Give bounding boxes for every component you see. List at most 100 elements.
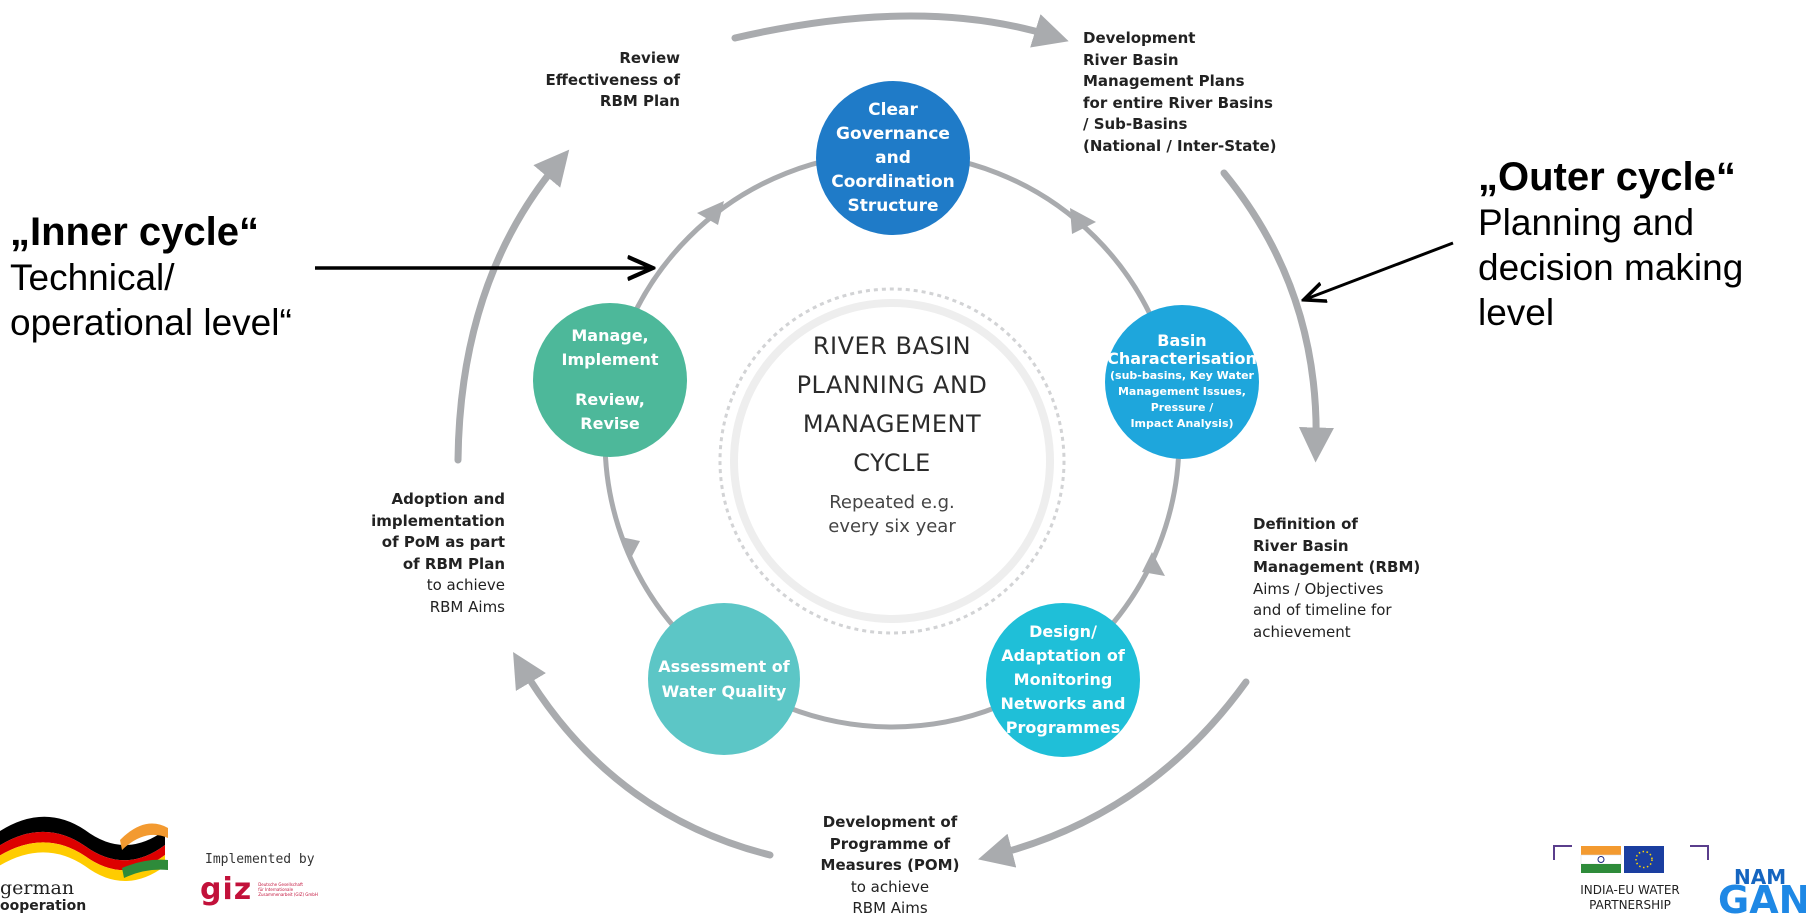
- node-basin-title-line: Characterisation: [1107, 349, 1257, 368]
- step-review-line: Review: [619, 49, 680, 67]
- german-cooperation-flag-icon: [0, 816, 168, 881]
- node-basin-characterisation: Basin Characterisation (sub-basins, Key …: [1105, 305, 1259, 459]
- step-adoption-line: Adoption and: [391, 490, 505, 508]
- step-definition-line: Aims / Objectives: [1253, 579, 1384, 598]
- step-development-plans: Development River Basin Management Plans…: [1083, 28, 1313, 157]
- giz-subtext-line: Deutsche Gesellschaft: [258, 882, 303, 887]
- node-water-quality-line: Assessment of: [658, 657, 790, 676]
- node-monitoring-design: Design/ Adaptation of Monitoring Network…: [986, 603, 1140, 757]
- step-development-line: for entire River Basins: [1083, 93, 1273, 112]
- node-water-quality-line: Water Quality: [661, 682, 787, 701]
- outer-cycle-body: Planning and decision making level: [1478, 200, 1743, 335]
- step-adoption-line: RBM Aims: [429, 597, 505, 616]
- step-development-line: River Basin: [1083, 50, 1179, 69]
- outer-cycle-pointer-arrow: [1306, 241, 1454, 299]
- node-manage-line: Review,: [575, 390, 645, 409]
- inner-cycle-title: „Inner cycle“: [10, 210, 260, 254]
- center-disc: [730, 299, 1054, 623]
- inner-cycle-annotation: „Inner cycle“ Technical/ operational lev…: [10, 210, 292, 345]
- step-review-line: Effectiveness of: [545, 70, 681, 89]
- india-eu-frame: [1553, 845, 1709, 860]
- india-eu-line: PARTNERSHIP: [1589, 898, 1671, 912]
- center-cycle-title: RIVER BASIN PLANNING AND MANAGEMENT CYCL…: [723, 327, 1061, 615]
- node-basin-detail-line: Impact Analysis): [1130, 417, 1234, 430]
- step-adoption-implementation: Adoption and implementation of PoM as pa…: [330, 489, 505, 618]
- inner-cycle-body: Technical/ operational level“: [10, 255, 292, 345]
- step-development-line: Management Plans: [1083, 72, 1245, 90]
- node-water-quality: Assessment of Water Quality: [648, 603, 800, 755]
- node-basin-title-line: Basin: [1157, 331, 1207, 350]
- node-monitoring-line: Networks and: [1000, 694, 1126, 713]
- center-title-line: MANAGEMENT: [802, 410, 982, 438]
- step-pom-line: Measures (POM): [820, 856, 960, 874]
- step-adoption-line: of PoM as part: [381, 533, 505, 551]
- german-logo-line: ooperation: [0, 898, 87, 914]
- step-review-line: RBM Plan: [599, 92, 680, 110]
- node-manage-implement: Manage, Implement Review, Revise: [533, 303, 687, 457]
- giz-logo: giz Deutsche Gesellschaft für Internatio…: [200, 872, 318, 907]
- implemented-by-label: Implemented by: [205, 852, 315, 867]
- german-logo-line: german: [0, 877, 75, 899]
- german-cooperation-logo: german ooperation: [0, 878, 86, 914]
- center-dashed-ring: [718, 287, 1066, 635]
- node-governance-line: Structure: [847, 196, 939, 216]
- step-pom-line: to achieve: [850, 877, 930, 896]
- node-basin-detail-line: Management Issues,: [1117, 385, 1246, 398]
- step-adoption-line: to achieve: [426, 576, 505, 594]
- step-definition-line: achievement: [1253, 622, 1351, 641]
- outer-cycle-arcs: [454, 12, 1334, 868]
- step-pom-line: RBM Aims: [852, 899, 928, 917]
- namami-logo-line: NAM: [1734, 865, 1787, 889]
- step-definition-rbm: Definition of River Basin Management (RB…: [1253, 514, 1483, 643]
- step-development-line: Development: [1083, 29, 1196, 47]
- india-eu-line: INDIA-EU WATER: [1580, 883, 1680, 897]
- giz-subtext: Deutsche Gesellschaft für Internationale…: [258, 882, 318, 897]
- namami-logo-line: GAN: [1718, 878, 1806, 918]
- giz-wordmark: giz: [200, 872, 253, 907]
- namami-gange-logo: NAM GAN: [1716, 865, 1806, 918]
- center-title-line: PLANNING AND: [796, 371, 988, 399]
- india-eu-partnership-logo: INDIA-EU WATER PARTNERSHIP: [1550, 883, 1710, 913]
- step-definition-line: Management (RBM): [1253, 558, 1421, 576]
- node-manage-line: Revise: [580, 414, 640, 433]
- outer-cycle-annotation: „Outer cycle“ Planning and decision maki…: [1478, 155, 1743, 335]
- node-governance-line: and: [875, 148, 911, 168]
- giz-subtext-line: Zusammenarbeit (GIZ) GmbH: [258, 892, 318, 897]
- outer-cycle-body-line: level: [1478, 292, 1555, 333]
- node-basin-detail-line: Pressure /: [1150, 401, 1214, 414]
- node-monitoring-line: Monitoring: [1013, 670, 1113, 689]
- center-title-line: CYCLE: [853, 449, 931, 477]
- step-definition-line: Definition of: [1253, 515, 1358, 533]
- step-programme-of-measures: Development of Programme of Measures (PO…: [780, 812, 1000, 920]
- inner-ring-arrowheads: [621, 201, 1165, 576]
- node-monitoring-line: Programmes: [1005, 718, 1121, 737]
- inner-cycle-body-line: operational level“: [10, 302, 292, 343]
- node-monitoring-line: Design/: [1029, 622, 1097, 641]
- node-governance-line: Governance: [836, 124, 950, 144]
- india-flag-icon: [1580, 846, 1622, 873]
- outer-cycle-body-line: decision making: [1478, 247, 1744, 288]
- step-pom-line: Development of: [822, 813, 958, 831]
- eu-flag-icon: [1624, 846, 1664, 873]
- node-manage-line: Manage,: [571, 326, 649, 345]
- node-monitoring-line: Adaptation of: [1001, 646, 1125, 665]
- center-title-line: RIVER BASIN: [812, 332, 972, 360]
- node-basin-detail-line: (sub-basins, Key Water: [1110, 369, 1254, 382]
- node-governance-line: Coordination: [831, 172, 955, 192]
- step-development-line: / Sub-Basins: [1083, 115, 1188, 133]
- step-review-effectiveness: Review Effectiveness of RBM Plan: [500, 48, 681, 113]
- step-pom-line: Programme of: [829, 834, 951, 853]
- center-subtitle-line: Repeated e.g.: [829, 492, 955, 513]
- node-manage-line: Implement: [561, 350, 659, 369]
- step-adoption-line: of RBM Plan: [402, 554, 505, 573]
- center-subtitle-line: every six year: [828, 516, 956, 537]
- outer-cycle-body-line: Planning and: [1478, 202, 1695, 243]
- outer-cycle-title: „Outer cycle“: [1478, 155, 1736, 199]
- inner-cycle-body-line: Technical/: [10, 257, 175, 298]
- node-clear-governance: Clear Governance and Coordination Struct…: [816, 81, 970, 235]
- step-development-line: (National / Inter-State): [1083, 136, 1277, 155]
- step-definition-line: River Basin: [1253, 536, 1349, 555]
- giz-subtext-line: für Internationale: [258, 887, 294, 892]
- step-adoption-line: implementation: [371, 511, 505, 530]
